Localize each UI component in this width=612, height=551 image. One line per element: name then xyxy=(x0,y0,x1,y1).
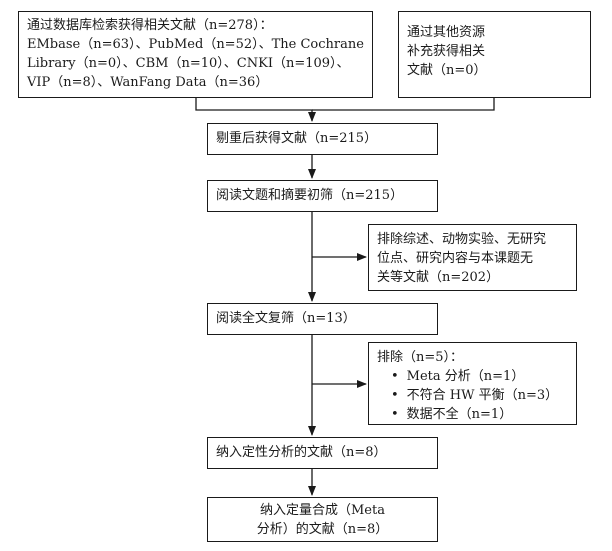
quantitative-box-line: 分析）的文献（n=8） xyxy=(256,521,389,537)
other-sources-box: 通过其他资源 补充获得相关 文献（n=0） xyxy=(398,11,591,98)
exclusion-box-second: 排除（n=5）： Meta 分析（n=1） 不符合 HW 平衡（n=3） 数据不… xyxy=(368,342,577,425)
screen-box-text: 阅读文题和摘要初筛（n=215） xyxy=(216,188,404,203)
qualitative-analysis-box: 纳入定性分析的文献（n=8） xyxy=(207,437,438,469)
qualitative-box-text: 纳入定性分析的文献（n=8） xyxy=(216,445,387,460)
exclude2-box-title: 排除（n=5）： xyxy=(377,350,464,365)
exclusion-box-first: 排除综述、动物实验、无研究 位点、研究内容与本课题无 关等文献（n=202） xyxy=(368,224,577,291)
exclude2-box-item: 数据不全（n=1） xyxy=(377,405,568,424)
fulltext-screening-box: 阅读全文复筛（n=13） xyxy=(207,303,438,335)
other-box-line: 文献（n=0） xyxy=(407,63,487,78)
exclude1-box-line: 位点、研究内容与本课题无 xyxy=(377,251,534,266)
other-box-line: 通过其他资源 xyxy=(407,25,486,40)
exclude2-box-item: Meta 分析（n=1） xyxy=(377,367,568,386)
database-search-box: 通过数据库检索获得相关文献（n=278）： EMbase（n=63）、PubMe… xyxy=(18,11,373,98)
title-abstract-screening-box: 阅读文题和摘要初筛（n=215） xyxy=(207,180,438,212)
deduplication-box: 剔重后获得文献（n=215） xyxy=(207,123,438,155)
quantitative-synthesis-box: 纳入定量合成（Meta 分析）的文献（n=8） xyxy=(207,497,438,542)
dedup-box-text: 剔重后获得文献（n=215） xyxy=(216,131,378,146)
search-box-line: 通过数据库检索获得相关文献（n=278）： xyxy=(27,18,273,33)
other-box-line: 补充获得相关 xyxy=(407,44,486,59)
arrow-other-to-dedup xyxy=(312,98,495,111)
search-box-line: EMbase（n=63）、PubMed（n=52）、The Cochrane xyxy=(27,37,364,52)
fulltext-box-text: 阅读全文复筛（n=13） xyxy=(216,311,356,326)
exclude1-box-line: 关等文献（n=202） xyxy=(377,270,500,285)
quantitative-box-line: 纳入定量合成（Meta xyxy=(260,502,385,518)
search-box-line: VIP（n=8）、WanFang Data（n=36） xyxy=(27,75,269,90)
exclude2-box-item: 不符合 HW 平衡（n=3） xyxy=(377,386,568,405)
exclude1-box-line: 排除综述、动物实验、无研究 xyxy=(377,232,547,247)
arrow-search-to-dedup xyxy=(195,98,316,122)
search-box-line: Library（n=0）、CBM（n=10）、CNKI（n=109）、 xyxy=(27,56,350,71)
